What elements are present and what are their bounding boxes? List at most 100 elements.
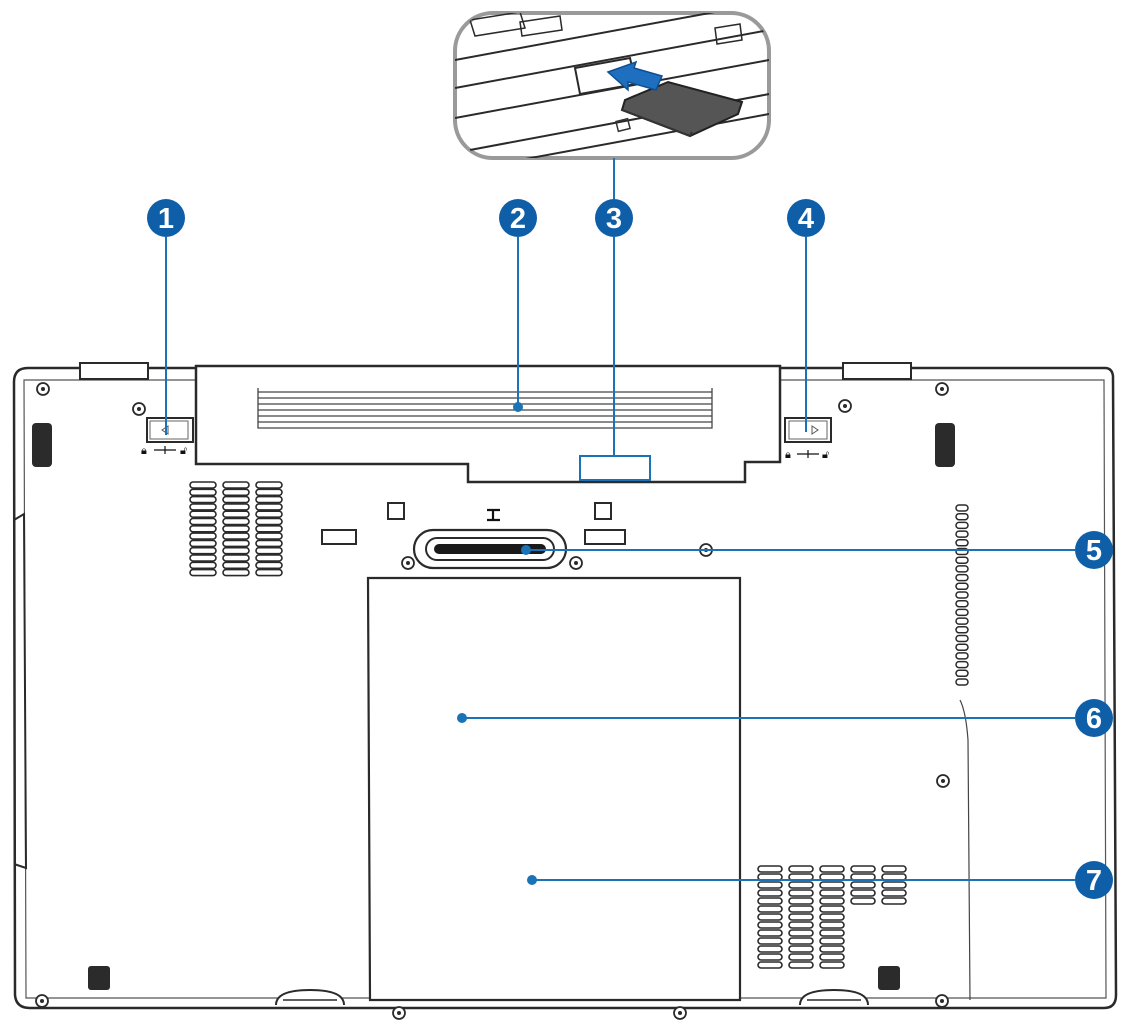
vent-slot <box>189 539 217 548</box>
callout-number: 3 <box>606 203 622 235</box>
vent-slot <box>757 905 783 913</box>
vent-slot <box>757 865 783 873</box>
vent-slot <box>819 913 845 921</box>
vent-slot <box>222 517 250 526</box>
callout-number: 5 <box>1086 535 1102 567</box>
callout-badge <box>1075 531 1113 569</box>
vent-slot <box>757 889 783 897</box>
leader-lines <box>165 158 1075 885</box>
leader-end-7 <box>527 875 537 885</box>
vent-slot <box>955 678 969 686</box>
vent-slot <box>881 889 907 897</box>
vent-slot <box>955 617 969 625</box>
vent-slot <box>788 937 814 945</box>
vent-slot <box>850 889 876 897</box>
vent-slot <box>255 532 283 540</box>
callout-4: 4 <box>787 199 825 237</box>
vent-slot <box>255 554 283 562</box>
vent-slot <box>881 865 907 873</box>
vent-slot <box>255 561 283 570</box>
insert-arrow-icon <box>606 60 664 92</box>
vent-slot <box>881 897 907 905</box>
callout-badge <box>595 199 633 237</box>
vent-slot <box>819 905 845 913</box>
battery-lock-spring: 🔒︎ 🔓︎ <box>141 417 194 457</box>
vent-slot <box>222 510 250 519</box>
vent-slot <box>881 881 907 889</box>
callout-badge <box>1075 699 1113 737</box>
vent-slot <box>955 512 969 521</box>
vent-slot <box>222 546 250 555</box>
lock-open-icon: 🔓︎ <box>822 448 829 461</box>
vent-slot <box>788 945 814 953</box>
callout-badge <box>499 199 537 237</box>
callout-5: 5 <box>1075 531 1113 569</box>
vent-slot <box>819 921 845 929</box>
vent-slot <box>788 913 814 921</box>
vent-slot <box>222 524 250 533</box>
vent-slot <box>819 929 845 937</box>
leader-end-5 <box>521 545 531 555</box>
vent-slot <box>850 897 876 905</box>
vent-slot <box>955 626 969 634</box>
memory-compartment <box>366 576 742 1002</box>
rubber-foot <box>935 423 955 467</box>
leader-end-6 <box>457 713 467 723</box>
vent-slot <box>255 524 283 533</box>
vent-slot <box>819 881 845 889</box>
vent-slot <box>189 517 217 526</box>
vent-slot <box>955 530 969 538</box>
vent-slot <box>757 937 783 945</box>
vent-slot <box>955 608 969 617</box>
vent-slot <box>255 481 283 489</box>
rubber-foot <box>32 423 52 467</box>
vent-slot <box>255 546 283 555</box>
vent-slot <box>955 643 969 651</box>
vent-slot <box>255 510 283 519</box>
vent-slot <box>788 905 814 913</box>
callout-number: 7 <box>1086 865 1102 897</box>
vent-slot <box>757 897 783 905</box>
card-slot-inset <box>453 11 771 160</box>
vent-slot <box>955 565 969 573</box>
side-vent <box>955 504 969 686</box>
vent-slot <box>189 503 217 511</box>
callout-6: 6 <box>1075 699 1113 737</box>
vent-slot <box>788 921 814 929</box>
vent-slot <box>819 945 845 953</box>
inset-drawing <box>455 13 769 158</box>
vent-slot <box>222 503 250 511</box>
vent-slot <box>819 937 845 945</box>
vent-slot <box>788 961 814 969</box>
vent-slot <box>757 961 783 969</box>
vent-slot <box>955 582 969 591</box>
vent-slot <box>757 945 783 953</box>
vent-slot <box>955 652 969 660</box>
vent-slot <box>757 881 783 889</box>
vent-slot <box>255 495 283 504</box>
vent-slot <box>788 929 814 937</box>
battery-pack <box>194 364 782 484</box>
callout-number: 4 <box>798 203 814 235</box>
vent-slot <box>255 568 283 577</box>
vent-slot <box>955 556 969 564</box>
vent-slot <box>757 929 783 937</box>
vent-slot <box>788 897 814 905</box>
vent-slot <box>955 504 969 512</box>
vent-slot <box>819 897 845 905</box>
docking-port <box>321 502 626 570</box>
callout-number: 6 <box>1086 703 1102 735</box>
vent-slot <box>189 510 217 519</box>
vent-slot <box>955 539 969 547</box>
vent-slot <box>222 481 250 489</box>
vent-slot <box>189 568 217 577</box>
vent-slot <box>222 495 250 504</box>
callout-2: 2 <box>499 199 537 237</box>
callout-badge <box>1075 861 1113 899</box>
vent-slot <box>955 591 969 599</box>
vent-slot <box>788 865 814 873</box>
card-slot-icon <box>615 117 631 133</box>
vent-slot <box>788 889 814 897</box>
vent-slot <box>955 521 969 530</box>
